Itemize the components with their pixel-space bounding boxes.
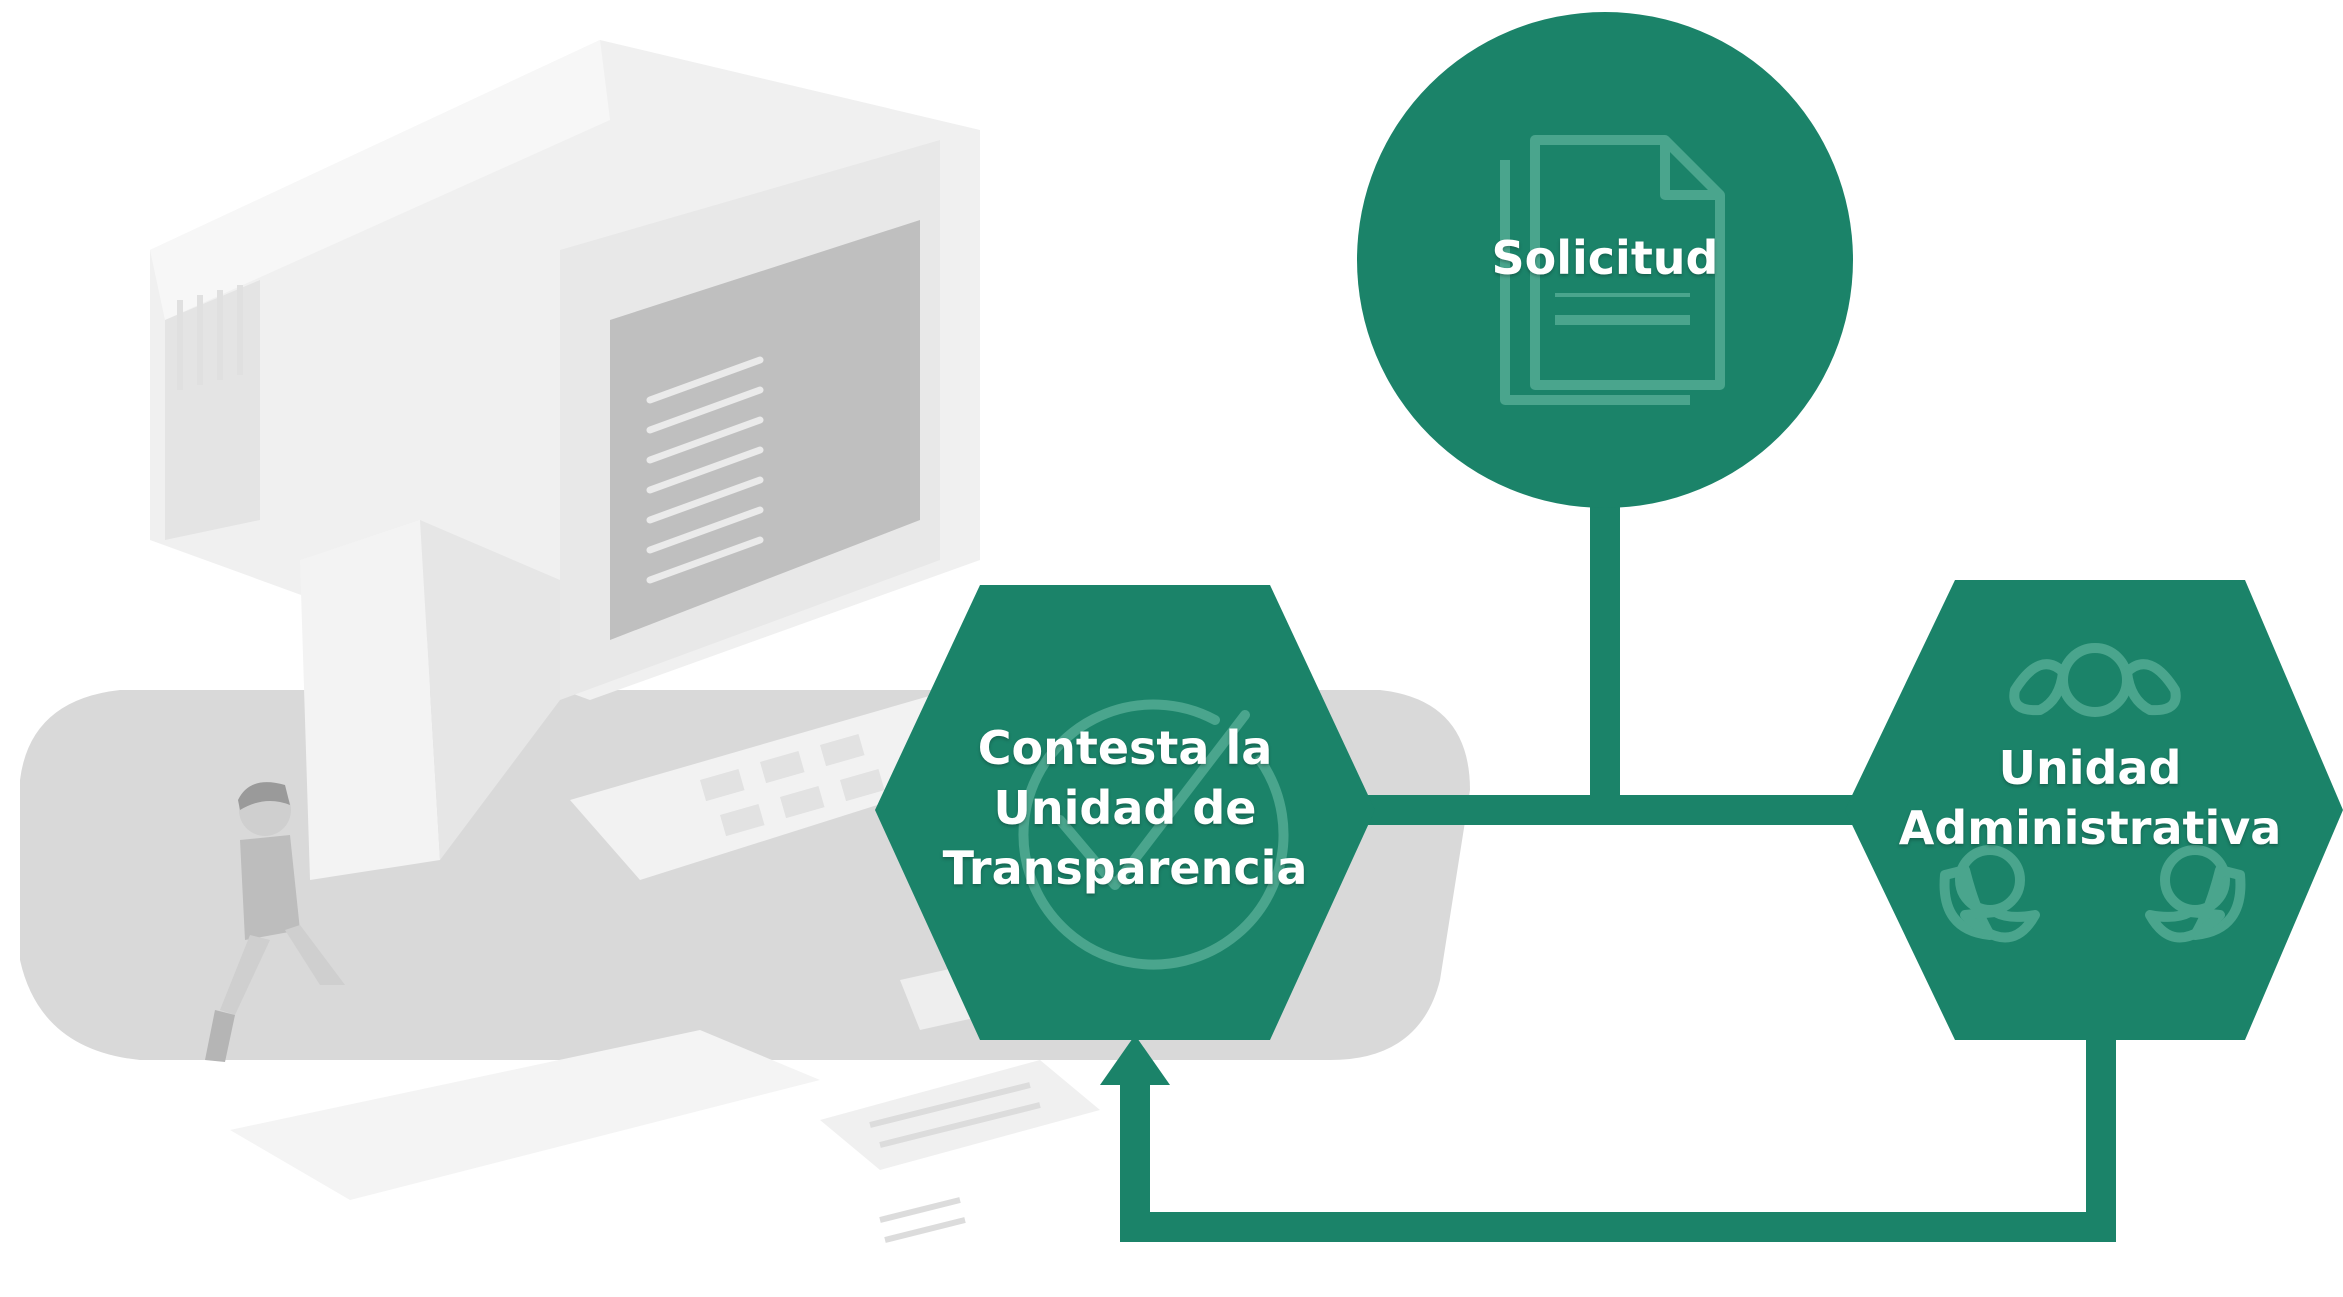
contesta-label-line-3: Transparencia [942, 841, 1308, 895]
computer-illustration [20, 40, 1470, 1243]
contesta-label-line-2: Unidad de [993, 781, 1257, 835]
solicitud-label: Solicitud [1405, 228, 1805, 288]
contesta-label: Contesta la Unidad de Transparencia [900, 718, 1350, 898]
solicitud-label-text: Solicitud [1491, 231, 1719, 285]
solicitud-circle [1357, 12, 1853, 508]
keyboard-icon [570, 690, 1020, 880]
contesta-label-line-1: Contesta la [977, 721, 1273, 775]
connector-horizontal-bus [1360, 795, 1880, 825]
node-solicitud [1357, 12, 1853, 508]
checkmark-icon [1018, 699, 1289, 970]
node-unidad-administrativa [1845, 580, 2343, 1040]
admin-label-line-1: Unidad [1998, 741, 2182, 795]
admin-label: Unidad Administrativa [1860, 738, 2320, 858]
connector-solicitud-down [1590, 480, 1620, 825]
connector-bottom-return [1120, 1212, 2116, 1242]
connector-return-up [1120, 1060, 1150, 1242]
arrow-head-icon [1100, 1035, 1170, 1085]
person-icon [205, 782, 345, 1062]
node-contesta [875, 585, 1375, 1040]
computer-icon [150, 40, 980, 880]
people-network-icon [1939, 643, 2246, 943]
connectors [1100, 480, 2116, 1242]
admin-label-line-2: Administrativa [1898, 801, 2282, 855]
document-icon [1500, 135, 1725, 405]
